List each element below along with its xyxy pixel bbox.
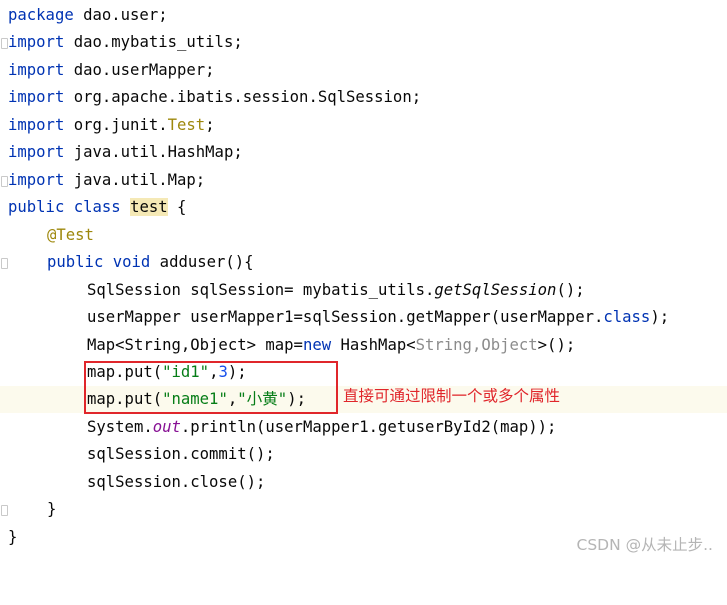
type-args: String,Object <box>415 336 538 354</box>
code-line-12: userMapper userMapper1=sqlSession.getMap… <box>0 304 727 331</box>
code-line-5: import org.junit.Test; <box>0 112 727 139</box>
static-field: out <box>152 418 181 436</box>
keyword: public <box>8 198 65 216</box>
code-line-20: } <box>0 524 727 551</box>
code-line-9: @Test <box>0 222 727 249</box>
code-line-2: import dao.mybatis_utils; <box>0 29 727 56</box>
code-text: } <box>8 528 18 546</box>
code-line-8: public class test { <box>0 194 727 221</box>
code-text: , <box>227 390 238 408</box>
number-literal: 3 <box>218 363 228 381</box>
code-line-16: System.out.println(userMapper1.getuserBy… <box>0 414 727 441</box>
code-line-7: import java.util.Map; <box>0 167 727 194</box>
code-text: dao.mybatis_utils; <box>64 33 243 51</box>
code-text: sqlSession.commit(); <box>87 445 275 463</box>
fold-icon[interactable] <box>1 505 8 516</box>
keyword: import <box>8 33 65 51</box>
code-text: org.apache.ibatis.session.SqlSession; <box>64 88 422 106</box>
keyword: import <box>8 61 65 79</box>
code-line-17: sqlSession.commit(); <box>0 441 727 468</box>
keyword: import <box>8 143 65 161</box>
code-text: >(); <box>537 336 576 354</box>
fold-icon[interactable] <box>1 38 8 49</box>
code-text: dao.user; <box>73 6 168 24</box>
highlight-box <box>84 361 338 414</box>
keyword: import <box>8 171 65 189</box>
keyword: void <box>112 253 151 271</box>
keyword: import <box>8 116 65 134</box>
code-text: sqlSession.close(); <box>87 473 266 491</box>
code-line-3: import dao.userMapper; <box>0 57 727 84</box>
code-text: ; <box>205 116 215 134</box>
code-text: java.util.HashMap; <box>64 143 243 161</box>
code-line-10: public void adduser(){ <box>0 249 727 276</box>
keyword: public <box>47 253 104 271</box>
code-text: org.junit. <box>64 116 168 134</box>
keyword: class <box>73 198 121 216</box>
annotation: @Test <box>47 226 94 244</box>
code-text: ); <box>287 390 306 408</box>
code-text: Map<String,Object> map= <box>87 336 303 354</box>
code-text: } <box>47 500 57 518</box>
code-text: adduser(){ <box>150 253 254 271</box>
string-literal: "小黄" <box>237 390 288 408</box>
code-line-14: map.put("id1",3); <box>0 359 727 386</box>
keyword: import <box>8 88 65 106</box>
code-line-13: Map<String,Object> map=new HashMap<Strin… <box>0 332 727 359</box>
code-text: java.util.Map; <box>64 171 206 189</box>
code-text: map.put( <box>87 363 163 381</box>
code-text: .println(userMapper1.getuserById2(map)); <box>180 418 557 436</box>
watermark: CSDN @从未止步.. <box>576 536 713 554</box>
code-editor[interactable]: package dao.user; import dao.mybatis_uti… <box>0 0 727 564</box>
code-line-11: SqlSession sqlSession= mybatis_utils.get… <box>0 277 727 304</box>
fold-icon[interactable] <box>1 176 8 187</box>
code-line-15-current: map.put("name1","小黄"); <box>0 386 727 413</box>
code-text: map.put( <box>87 390 163 408</box>
code-text: , <box>209 363 219 381</box>
fold-icon[interactable] <box>1 258 8 269</box>
keyword: package <box>8 6 74 24</box>
code-line-18: sqlSession.close(); <box>0 469 727 496</box>
code-line-19: } <box>0 496 727 523</box>
class-name: test <box>130 198 168 216</box>
code-line-1: package dao.user; <box>0 2 727 29</box>
keyword: new <box>302 336 332 354</box>
annotation-note: 直接可通过限制一个或多个属性 <box>343 387 561 405</box>
code-text: userMapper userMapper1=sqlSession.getMap… <box>87 308 604 326</box>
code-text: ); <box>227 363 247 381</box>
code-text: HashMap< <box>331 336 416 354</box>
code-text: ); <box>650 308 670 326</box>
method-call: getSqlSession <box>434 281 557 299</box>
string-literal: "id1" <box>162 363 210 381</box>
string-literal: "name1" <box>162 390 228 408</box>
code-text: System. <box>87 418 153 436</box>
keyword: class <box>603 308 651 326</box>
code-text: (); <box>556 281 585 299</box>
annotation-name: Test <box>167 116 206 134</box>
code-text: { <box>167 198 187 216</box>
code-text: SqlSession sqlSession= mybatis_utils. <box>87 281 435 299</box>
code-line-6: import java.util.HashMap; <box>0 139 727 166</box>
code-text: dao.userMapper; <box>64 61 215 79</box>
code-line-4: import org.apache.ibatis.session.SqlSess… <box>0 84 727 111</box>
